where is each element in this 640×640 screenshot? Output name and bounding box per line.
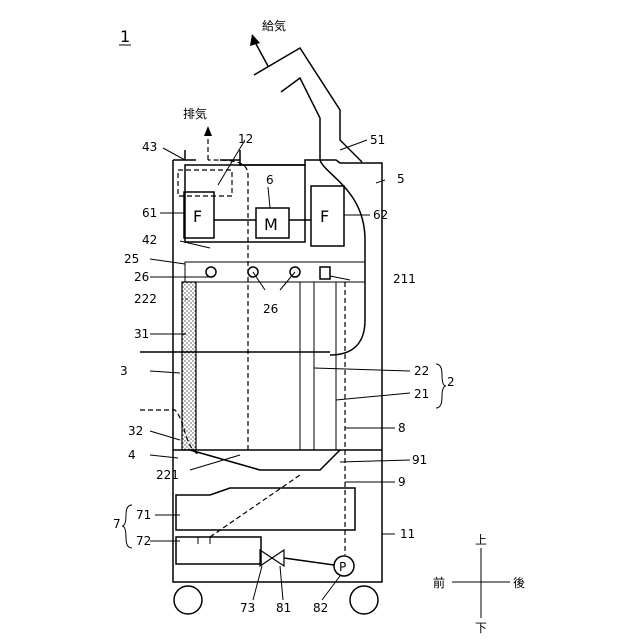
supply-label: 給気	[262, 18, 286, 33]
outlet-72	[198, 537, 210, 544]
pump-82-letter: P	[339, 560, 346, 574]
label-2: 2	[447, 375, 455, 389]
brace-2	[436, 364, 446, 408]
label-31: 31	[134, 327, 149, 341]
filter-222	[182, 282, 196, 450]
exhaust-arrow-head	[204, 126, 212, 136]
direction-up: 上	[475, 533, 487, 547]
label-91: 91	[412, 453, 427, 467]
label-12: 12	[238, 132, 253, 146]
label-5: 5	[397, 172, 405, 186]
frame-25	[185, 262, 365, 282]
label-72: 72	[136, 534, 151, 548]
label-211: 211	[393, 272, 416, 286]
brace-7	[122, 505, 132, 548]
tank-71	[176, 488, 355, 530]
supply-arrow-line	[256, 44, 268, 66]
tray-221	[190, 450, 340, 470]
direction-down: 下	[475, 621, 487, 635]
tank-72	[176, 537, 261, 564]
wheel-left	[174, 586, 202, 614]
motor-6-letter: M	[264, 215, 278, 234]
supply-duct-inner	[320, 160, 365, 355]
label-51: 51	[370, 133, 385, 147]
exhaust-path	[208, 135, 248, 450]
fan-61-letter: F	[193, 207, 202, 226]
wheel-right	[350, 586, 378, 614]
label-32: 32	[128, 424, 143, 438]
direction-back: 後	[513, 576, 525, 590]
figure-number-text: 1	[120, 27, 130, 46]
label-8: 8	[398, 421, 406, 435]
pipe-81	[284, 558, 334, 565]
label-221: 221	[156, 468, 179, 482]
label-7: 7	[113, 517, 121, 531]
label-3: 3	[120, 364, 128, 378]
dashed-drain	[210, 475, 300, 537]
label-22: 22	[414, 364, 429, 378]
figure-number: 1	[120, 27, 130, 46]
label-222: 222	[134, 292, 157, 306]
label-26a: 26	[134, 270, 149, 284]
supply-arrow-head	[250, 34, 260, 46]
label-4: 4	[128, 448, 136, 462]
upper-chamber	[185, 165, 305, 242]
bearing-26a	[206, 267, 216, 277]
supply-duct	[254, 48, 362, 162]
valve-73	[260, 550, 272, 566]
sensor-211	[320, 267, 330, 279]
label-43: 43	[142, 140, 157, 154]
label-71: 71	[136, 508, 151, 522]
label-81: 81	[276, 601, 291, 615]
label-26b: 26	[263, 302, 278, 316]
exhaust-label: 排気	[183, 106, 207, 121]
label-25: 25	[124, 252, 139, 266]
label-21: 21	[414, 387, 429, 401]
label-9: 9	[398, 475, 406, 489]
label-42: 42	[142, 233, 157, 247]
label-73: 73	[240, 601, 255, 615]
direction-front: 前	[433, 575, 445, 590]
fan-62-letter: F	[320, 207, 329, 226]
label-62: 62	[373, 208, 388, 222]
label-61: 61	[142, 206, 157, 220]
label-82: 82	[313, 601, 328, 615]
valve-73b	[272, 550, 284, 566]
label-6: 6	[266, 173, 274, 187]
label-11: 11	[400, 527, 415, 541]
